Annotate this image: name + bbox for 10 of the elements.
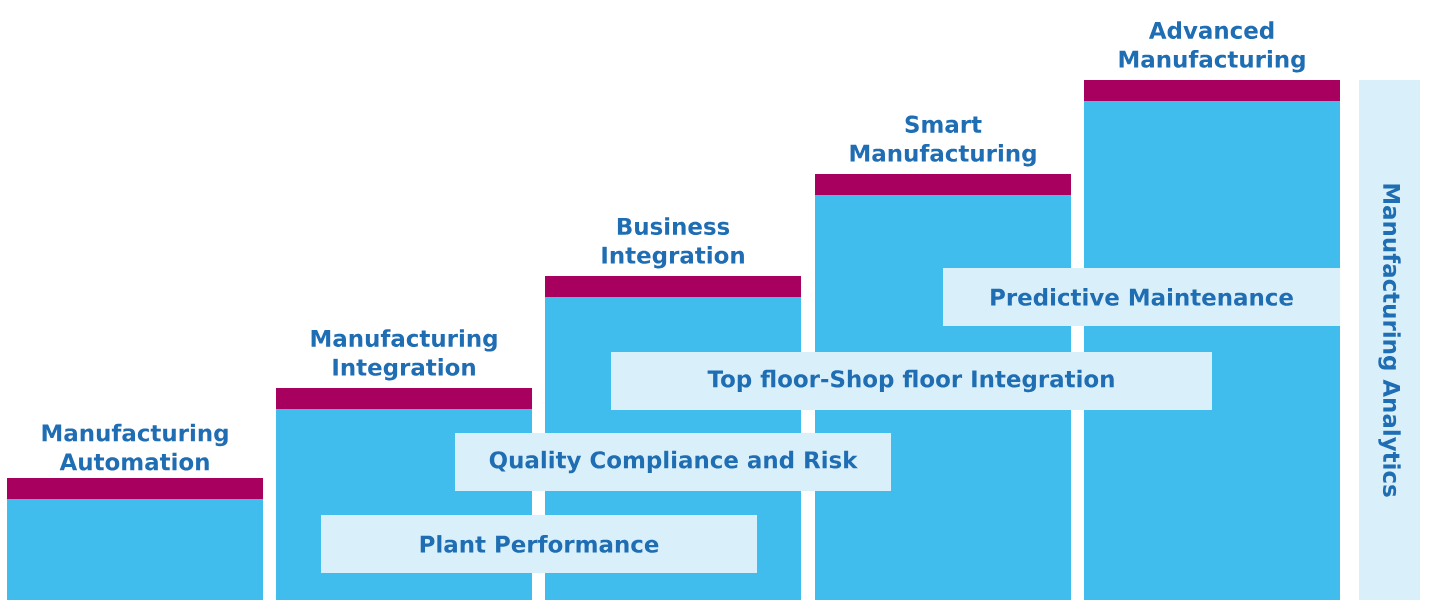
column-heading: Manufacturing Integration <box>311 329 497 381</box>
category-band: Top floor-Shop floor Integration <box>611 352 1212 410</box>
category-band: Quality Compliance and Risk <box>455 433 891 491</box>
category-band: Plant Performance <box>321 515 757 573</box>
category-band: Predictive Maintenance <box>943 268 1340 326</box>
vertical-band: Manufacturing Analytics <box>1359 80 1420 600</box>
column-heading: Manufacturing Automation <box>42 423 228 471</box>
column-heading: Business Integration <box>602 217 744 269</box>
column-heading: Advanced Manufacturing <box>1119 21 1305 73</box>
column-heading: Smart Manufacturing <box>850 115 1036 167</box>
